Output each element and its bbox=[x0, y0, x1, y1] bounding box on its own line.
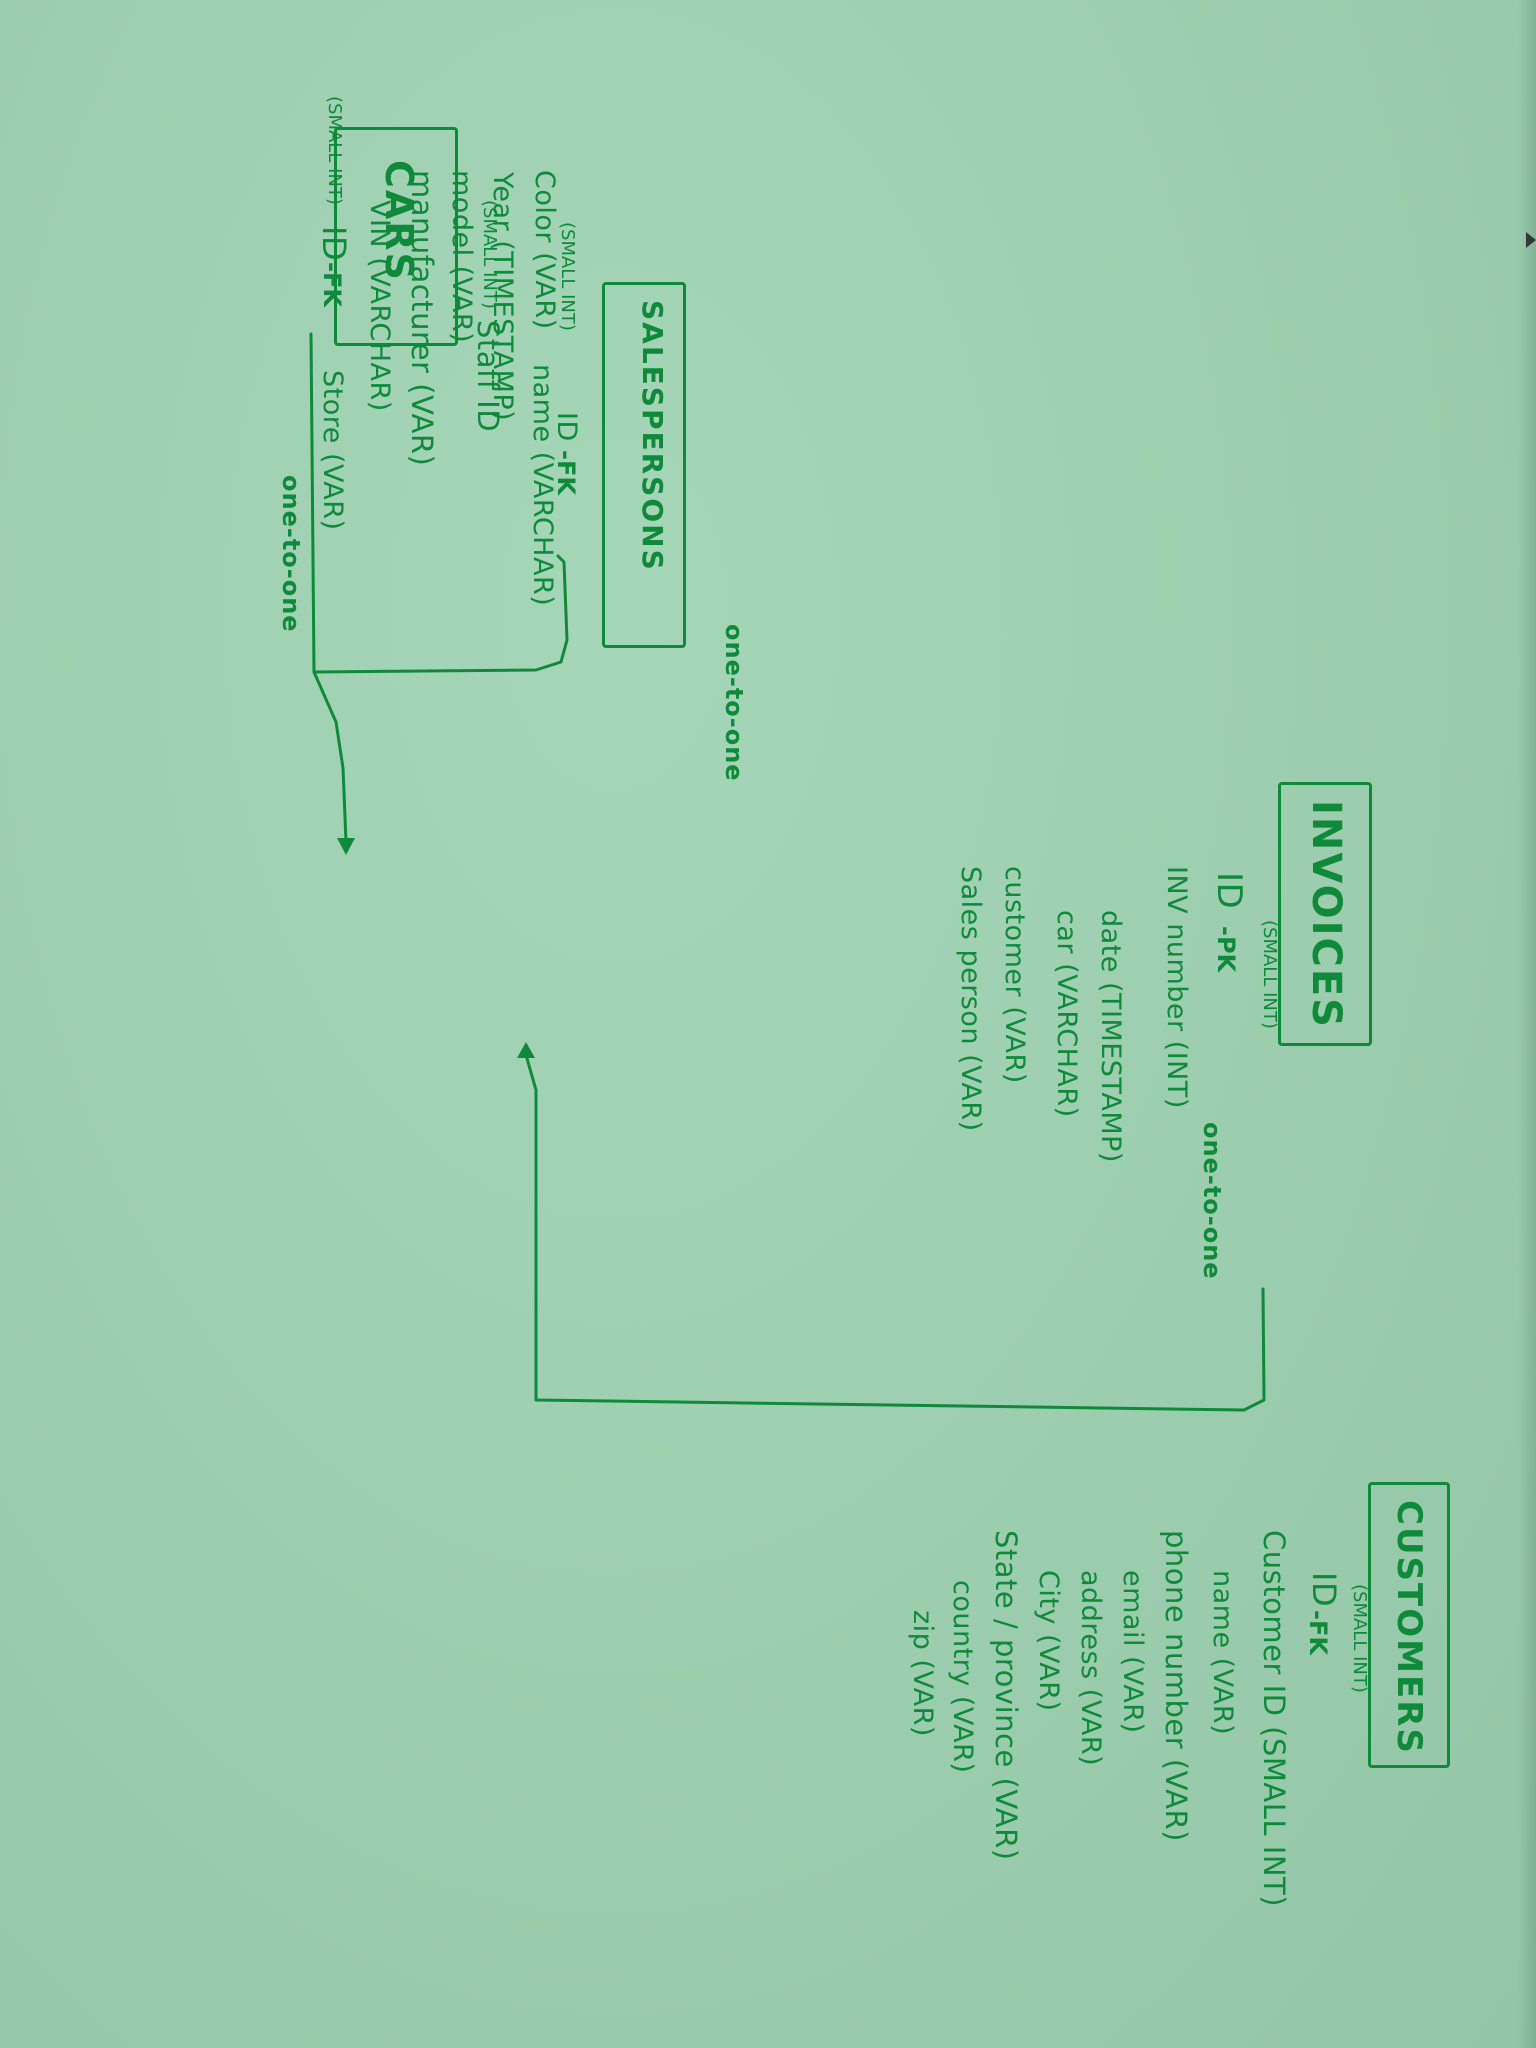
customers-field-0: Customer ID (SMALL INT) bbox=[1257, 1530, 1291, 1908]
salespersons-invoices-link bbox=[312, 554, 569, 674]
invoices-field-1: date (TIMESTAMP) bbox=[1095, 910, 1126, 1163]
customers-field-1: name (VAR) bbox=[1207, 1570, 1238, 1736]
customers-id-label: ID bbox=[1305, 1572, 1343, 1608]
customers-field-7: country (VAR) bbox=[947, 1580, 978, 1774]
invoices-title: INVOICES bbox=[1303, 800, 1349, 1029]
customers-field-3: email (VAR) bbox=[1117, 1570, 1148, 1734]
cars-id-type: (SMALL INT) bbox=[324, 96, 345, 205]
cars-field-1: manufacturer (VAR) bbox=[405, 170, 439, 467]
invoices-id-key: -PK bbox=[1212, 926, 1240, 973]
salespersons-staff-label: Staff ID bbox=[471, 320, 505, 433]
cars-field-2: model (VAR) bbox=[446, 170, 477, 344]
customers-link-arrowhead bbox=[517, 1042, 535, 1058]
invoices-field-3: customer (VAR) bbox=[999, 866, 1030, 1084]
customers-id-key: -FK bbox=[1304, 1610, 1332, 1655]
cars-id-key: -FK bbox=[318, 262, 346, 307]
customers-title: CUSTOMERS bbox=[1389, 1500, 1429, 1755]
cars-link-arrowhead bbox=[337, 838, 355, 855]
customers-field-4: address (VAR) bbox=[1075, 1570, 1106, 1767]
cars-invoices-link bbox=[309, 332, 348, 844]
invoices-field-2: car (VARCHAR) bbox=[1051, 910, 1082, 1118]
salespersons-staff-type: (SMALL INT) bbox=[479, 200, 500, 309]
paper-edge-shadow bbox=[1518, 0, 1536, 2048]
salespersons-field-1: Store (VAR) bbox=[317, 370, 348, 531]
salespersons-id-type: (SMALL INT) bbox=[557, 222, 578, 331]
customers-field-6: State / province (VAR) bbox=[989, 1530, 1023, 1861]
customers-relationship-label: one-to-one bbox=[1198, 1122, 1226, 1280]
customers-invoices-link bbox=[524, 1053, 1266, 1412]
customers-id-type: (SMALL INT) bbox=[1349, 1584, 1370, 1693]
salespersons-field-0: name (VARCHAR) bbox=[527, 364, 558, 607]
invoices-id-type: (SMALL INT) bbox=[1259, 920, 1280, 1029]
cars-field-0: VIN (VARCHAR) bbox=[364, 200, 395, 412]
customers-field-8: zip (VAR) bbox=[907, 1610, 938, 1737]
salespersons-title: SALESPERSONS bbox=[636, 300, 669, 572]
cars-relationship-label: one-to-one bbox=[277, 475, 305, 633]
customers-field-5: City (VAR) bbox=[1033, 1570, 1064, 1712]
cars-id-label: ID bbox=[315, 226, 353, 262]
pin-icon bbox=[1526, 232, 1536, 248]
invoices-field-4: Sales person (VAR) bbox=[955, 866, 986, 1132]
invoices-field-0: INV number (INT) bbox=[1161, 866, 1192, 1109]
cars-field-4: Color (VAR) bbox=[529, 170, 560, 330]
salespersons-relationship-label: one-to-one bbox=[720, 624, 748, 782]
invoices-id-label: ID bbox=[1209, 872, 1249, 910]
customers-field-2: phone number (VAR) bbox=[1159, 1530, 1193, 1842]
